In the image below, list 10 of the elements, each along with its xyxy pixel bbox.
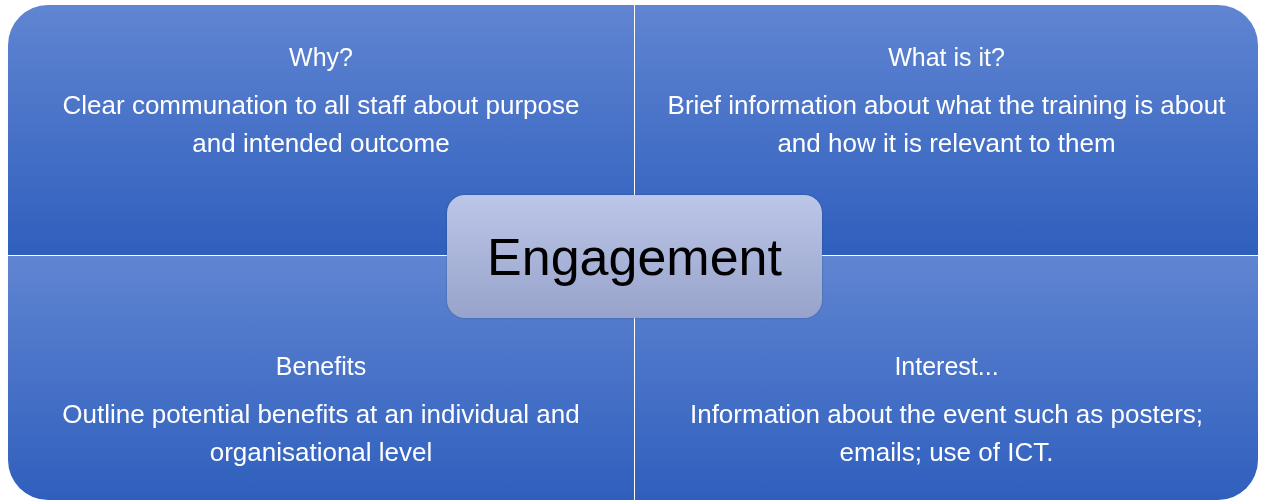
center-box	[447, 195, 822, 318]
quadrant-text: Brief information about what the training is about and how it is relevant to them	[666, 89, 1227, 160]
quadrant-heading: What is it?	[888, 43, 1005, 72]
center-title: Engagement	[487, 226, 782, 287]
quadrant-text: Information about the event such as posters; emails; use of ICT.	[688, 398, 1205, 469]
quadrant-text: Clear communation to all staff about purpose and intended outcome	[61, 89, 581, 160]
quadrant-text: Outline potential benefits at an individual and organisational level	[61, 398, 581, 469]
quadrant-heading: Benefits	[275, 352, 367, 381]
quadrant-heading: Why?	[289, 43, 353, 72]
quadrant-heading: Interest...	[894, 352, 999, 381]
